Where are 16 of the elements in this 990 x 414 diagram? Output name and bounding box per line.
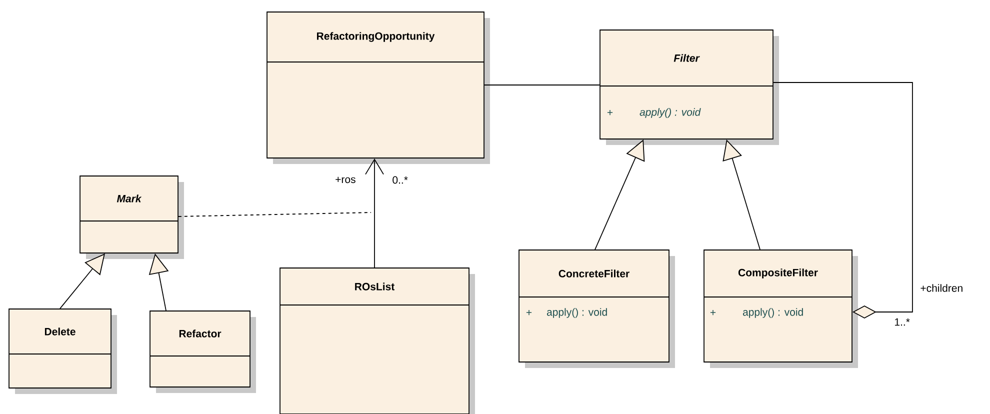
end-label: +ros: [336, 176, 356, 184]
class-box: Refactor: [150, 310, 256, 393]
end-label: +children: [920, 284, 962, 292]
aggregation-line: [773, 82, 913, 318]
class-box: Mark: [80, 176, 184, 259]
end-label: 0..*: [392, 176, 408, 184]
association-arrow: [365, 158, 384, 268]
end-label: 1..*: [895, 318, 910, 326]
class-box: Delete: [8, 308, 117, 394]
class-box: RefactoringOpportunity: [266, 12, 490, 164]
class-box: ConcreteFilter + apply() : void: [518, 250, 675, 368]
class-box: CompositeFilter + apply() : void: [704, 250, 858, 368]
class-box: Filter + apply() : void: [600, 30, 779, 145]
association-line: [484, 84, 600, 86]
association-class-link: [178, 212, 372, 217]
class-box: ROsList: [280, 268, 475, 414]
